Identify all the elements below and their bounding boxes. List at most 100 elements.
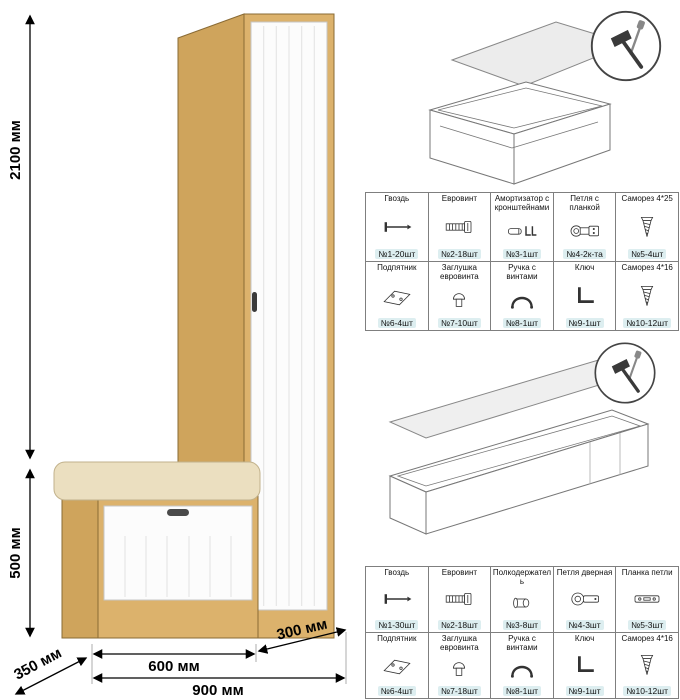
bench-carcass [428, 81, 612, 185]
hardware-item: Подпятник №6-4шт [366, 633, 429, 699]
hardware-item: Ручка с винтами №8-1шт [491, 262, 554, 331]
dimension-depth: 350 мм [11, 644, 88, 695]
hardware-item: Евровинт №2-18шт [428, 567, 492, 633]
dimension-bench-height: 500 мм [7, 468, 35, 638]
hardware-item-name: Ручка с винтами [506, 634, 538, 652]
shoe-bench [53, 461, 261, 639]
hardware-item: Ручка с винтами №8-1шт [491, 633, 554, 699]
hardware-item: Саморез 4*16 №10-12шт [616, 262, 679, 331]
hardware-item-name: Саморез 4*25 [621, 194, 673, 203]
hardware-item: Полкодержатель №3-8шт [491, 567, 554, 633]
extension-lines [91, 632, 347, 684]
dim-depth-label: 350 мм [11, 644, 64, 683]
hardware-item-name: Гвоздь [384, 194, 410, 203]
hardware-item-count: №2-18шт [437, 249, 481, 259]
hardware-item: Подпятник №6-4шт [366, 262, 429, 331]
dimension-bench-width: 600 мм [92, 649, 256, 675]
handle-icon [504, 657, 540, 681]
bench-drawer-front [103, 505, 253, 601]
dim-bench-height-label: 500 мм [7, 527, 24, 578]
cabinet-carcass [388, 409, 650, 535]
hinge-strip-icon [629, 587, 665, 611]
hardware-item-count: №5-3шт [628, 620, 667, 630]
nail-icon [379, 215, 415, 239]
hardware-item-count: №1-20шт [375, 249, 419, 259]
cabinet-assembly-diagram [388, 341, 657, 535]
hardware-item-count: №7-18шт [437, 686, 481, 696]
hardware-item: Петля дверная №4-3шт [553, 567, 617, 633]
screw-icon [629, 215, 665, 239]
hardware-item: Гвоздь №1-20шт [366, 193, 429, 262]
hardware-item-name: Евровинт [441, 568, 478, 577]
hardware-item-count: №8-1шт [502, 686, 542, 696]
hardware-item-name: Гвоздь [384, 568, 410, 577]
shelf-pin-icon [504, 591, 540, 615]
hardware-item-name: Ключ [574, 634, 595, 643]
bench-assembly-diagram [428, 9, 663, 185]
euroscrew-icon [441, 215, 477, 239]
hardware-item-count: №6-4шт [377, 686, 416, 696]
hardware-item: Амортизатор с кронштейнами №3-1шт [491, 193, 554, 262]
hardware-item-count: №1-30шт [375, 620, 419, 630]
hardware-item-name: Заглушка евровинта [440, 634, 479, 652]
hardware-table-bench: Гвоздь №1-20шт Евровинт №2-18шт Амортиза… [365, 192, 679, 331]
hardware-item-count: №9-1шт [565, 686, 604, 696]
hardware-item: Ключ №9-1шт [553, 633, 617, 699]
hammer-screwdriver-icon [589, 9, 663, 83]
hardware-item-count: №4-3шт [565, 620, 604, 630]
hardware-item: Евровинт №2-18шт [428, 193, 492, 262]
hardware-item: Заглушка евровинта №7-10шт [428, 262, 492, 331]
screw-icon [629, 653, 665, 677]
hardware-item-count: №3-8шт [502, 620, 542, 630]
hardware-item-count: №4-2к-та [563, 249, 606, 259]
hardware-item-name: Ручка с винтами [506, 263, 538, 281]
hardware-table-cabinet: Гвоздь №1-30шт Евровинт №2-18шт Полкодер… [365, 566, 679, 699]
bench-drawer-handle [167, 509, 189, 516]
hardware-item-name: Саморез 4*16 [621, 263, 673, 272]
cap-icon [441, 288, 477, 312]
hardware-item-count: №10-12шт [623, 318, 671, 328]
door-hinge-icon [567, 587, 603, 611]
hardware-item-count: №7-10шт [437, 318, 481, 328]
dimension-total-width: 900 мм [92, 673, 346, 699]
hardware-item-name: Саморез 4*16 [621, 634, 673, 643]
dim-total-width-label: 900 мм [192, 682, 243, 699]
hardware-item-count: №2-18шт [437, 620, 481, 630]
hardware-item: Планка петли №5-3шт [616, 567, 679, 633]
hardware-item-name: Подпятник [377, 263, 417, 272]
dim-bench-width-label: 600 мм [148, 658, 199, 675]
hardware-item-name: Ключ [574, 263, 595, 272]
hardware-item-name: Планка петли [621, 568, 673, 577]
nail-icon [379, 587, 415, 611]
hardware-item-name: Евровинт [441, 194, 478, 203]
hardware-item: Заглушка евровинта №7-18шт [428, 633, 492, 699]
key-icon [567, 284, 603, 308]
hardware-item-count: №3-1шт [502, 249, 542, 259]
cabinet-door-handle [252, 292, 257, 312]
hardware-item-count: №5-4шт [628, 249, 667, 259]
hardware-item-name: Подпятник [377, 634, 417, 643]
hardware-item-count: №10-12шт [623, 686, 671, 696]
footpad-icon [379, 653, 415, 677]
hardware-item-count: №9-1шт [565, 318, 604, 328]
hardware-item-name: Полкодержатель [492, 568, 552, 586]
hardware-item-count: №6-4шт [377, 318, 416, 328]
euroscrew-icon [441, 587, 477, 611]
handle-icon [504, 288, 540, 312]
hardware-item: Саморез 4*25 №5-4шт [616, 193, 679, 262]
hardware-item: Саморез 4*16 №10-12шт [616, 633, 679, 699]
hardware-item-name: Заглушка евровинта [440, 263, 479, 281]
hardware-item: Ключ №9-1шт [553, 262, 617, 331]
screw-icon [629, 284, 665, 308]
hardware-item: Гвоздь №1-30шт [366, 567, 429, 633]
furniture-illustration: 2100 мм 500 мм 600 мм 300 мм 900 мм 350 … [7, 13, 347, 699]
hammer-screwdriver-icon [593, 341, 657, 405]
footpad-icon [379, 284, 415, 308]
dim-total-height-label: 2100 мм [7, 120, 24, 180]
key-icon [567, 653, 603, 677]
bench-cushion [53, 461, 261, 501]
damper-icon [504, 219, 540, 243]
dimension-total-height: 2100 мм [7, 14, 35, 460]
hinge-plate-icon [567, 219, 603, 243]
